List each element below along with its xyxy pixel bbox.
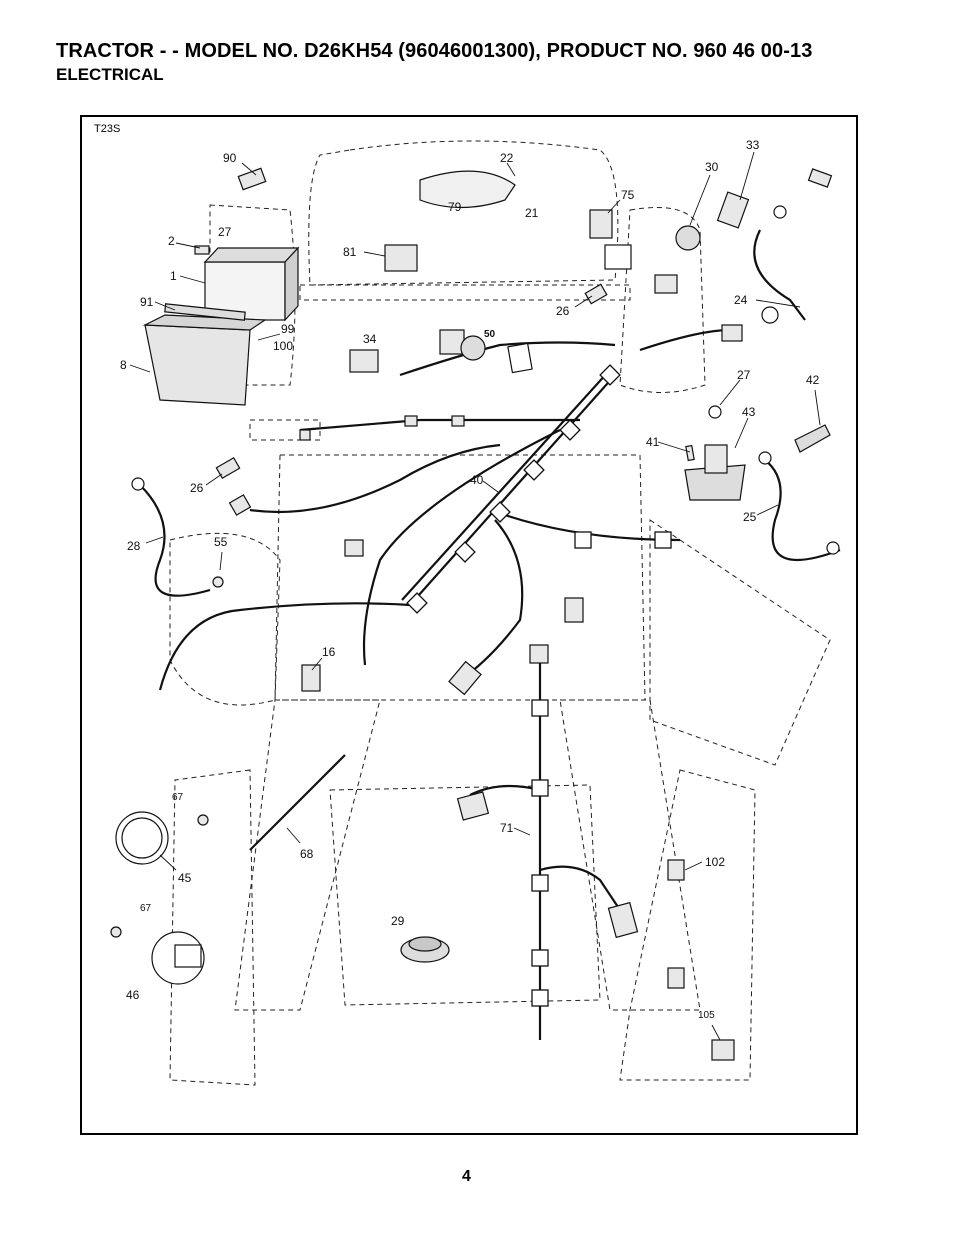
callout: 100 [273, 339, 293, 353]
callout: 16 [322, 645, 336, 659]
callout: 79 [448, 200, 462, 214]
callout: 43 [742, 405, 756, 419]
callout: 102 [705, 855, 725, 869]
diagram-frame [80, 115, 858, 1135]
callout: 67 [140, 903, 152, 914]
callout: 8 [120, 358, 127, 372]
callout: 27 [218, 225, 232, 239]
callout: 34 [363, 332, 377, 346]
callout: 30 [705, 160, 719, 174]
callout: 105 [698, 1010, 715, 1021]
callout: 28 [127, 539, 141, 553]
callout: 55 [214, 535, 228, 549]
callouts: 90 22 33 30 27 2 1 79 21 75 81 24 91 26 … [120, 138, 820, 1021]
callout: 41 [646, 435, 660, 449]
callout: 81 [343, 245, 357, 259]
callout: 29 [391, 914, 405, 928]
callout: 33 [746, 138, 760, 152]
callout: 75 [621, 188, 635, 202]
callout: 26 [190, 481, 204, 495]
callout: 99 [281, 322, 295, 336]
page-number: 4 [462, 1168, 471, 1185]
callout: 21 [525, 206, 539, 220]
callout: 24 [734, 293, 748, 307]
callout: 90 [223, 151, 237, 165]
callout: 50 [484, 329, 496, 340]
callout: 25 [743, 510, 757, 524]
callout: 91 [140, 295, 154, 309]
callout: 22 [500, 151, 514, 165]
page-title: TRACTOR - - MODEL NO. D26KH54 (960460013… [56, 40, 813, 62]
callout: 67 [172, 792, 184, 803]
callout: 2 [168, 234, 175, 248]
callout: 27 [737, 368, 751, 382]
callout: 71 [500, 821, 514, 835]
diagram-code: T23S [94, 123, 121, 135]
callout: 1 [170, 269, 177, 283]
callout: 40 [470, 473, 484, 487]
callout: 42 [806, 373, 820, 387]
components [110, 167, 840, 1061]
callout: 45 [178, 871, 192, 885]
leader-lines [129, 151, 821, 1041]
harness-clips [406, 364, 672, 1007]
section-title: ELECTRICAL [56, 65, 164, 84]
callout: 46 [126, 988, 140, 1002]
callout: 68 [300, 847, 314, 861]
callout: 26 [556, 304, 570, 318]
